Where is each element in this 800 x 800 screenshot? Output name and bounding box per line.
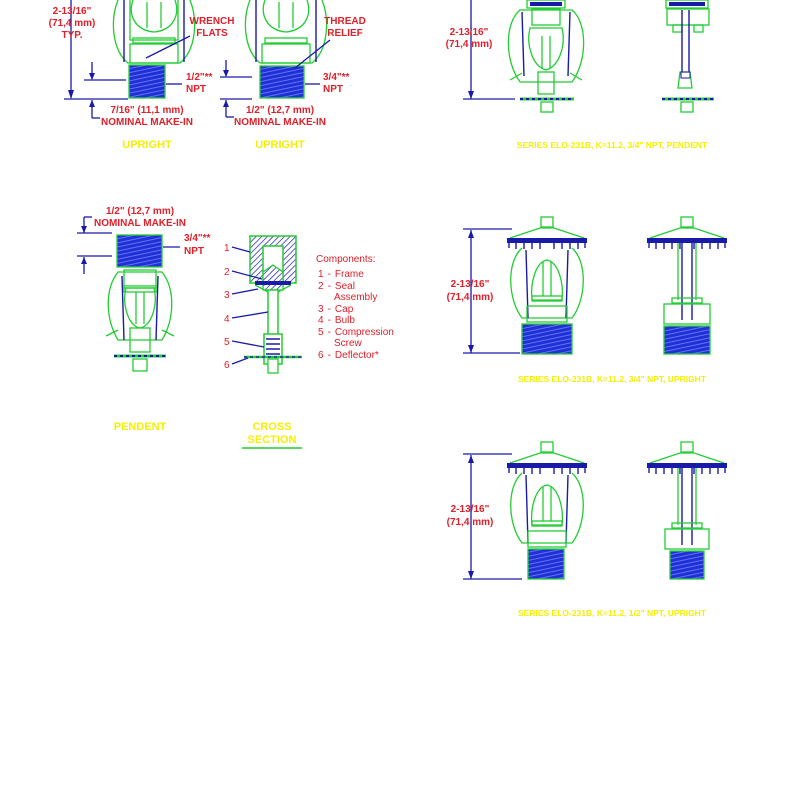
make-in-dimension: 1/2" (12,7 mm) NOMINAL MAKE-IN [77, 206, 186, 274]
svg-text:NPT: NPT [323, 84, 343, 95]
svg-text:NPT: NPT [184, 246, 204, 257]
upright-view-1: 2-13/16" (71,4 mm) TYP. WRENCH FLATS 1/2… [49, 0, 235, 151]
thread-relief-callout: THREAD RELIEF [294, 16, 366, 69]
svg-text:1/2" (12,7 mm): 1/2" (12,7 mm) [246, 105, 314, 116]
view-caption: UPRIGHT [122, 139, 172, 151]
sprinkler-front [507, 441, 587, 580]
elo-231b-upright-1-2-npt: 2-13/16" (71,4 mm) SERIES [447, 441, 727, 618]
svg-text:1-Frame: 1-Frame [318, 269, 364, 280]
svg-text:7/16" (11,1 mm): 7/16" (11,1 mm) [110, 105, 183, 116]
view-caption: SECTION [248, 434, 297, 446]
svg-text:2-13/16": 2-13/16" [450, 27, 489, 38]
thread-size-callout: 1/2"** NPT [166, 72, 213, 95]
svg-text:(71,4 mm): (71,4 mm) [446, 39, 493, 50]
thread-size-callout: 3/4"** NPT [305, 72, 350, 95]
model-caption: SERIES ELO-231B, K=11.2, 3/4" NPT, PENDE… [517, 140, 708, 150]
svg-text:NPT: NPT [186, 84, 206, 95]
svg-text:NOMINAL MAKE-IN: NOMINAL MAKE-IN [94, 218, 186, 229]
svg-text:3-Cap: 3-Cap [318, 304, 354, 315]
cross-section-view: 1 2 3 4 5 6 Components: 1-Frame 2-Seal A… [224, 235, 394, 449]
view-caption: CROSS [252, 421, 291, 433]
height-dimension: 2-13/16" (71,4 mm) [447, 453, 522, 580]
components-legend: Components: 1-Frame 2-Seal Assembly 3-Ca… [316, 254, 394, 361]
sprinkler-front [507, 0, 585, 113]
svg-text:NOMINAL MAKE-IN: NOMINAL MAKE-IN [234, 117, 326, 128]
dimension-label: 2-13/16" [53, 6, 92, 17]
cross-section-drawing [244, 235, 302, 374]
overall-height-dimension: 2-13/16" (71,4 mm) TYP. [49, 0, 128, 100]
svg-text:FLATS: FLATS [196, 28, 228, 39]
make-in-dimension: 1/2" (12,7 mm) NOMINAL MAKE-IN [220, 60, 326, 128]
model-caption: SERIES ELO-231B, K=11.2, 1/2" NPT, UPRIG… [518, 608, 707, 618]
svg-text:THREAD: THREAD [324, 16, 366, 27]
components-title: Components: [316, 254, 375, 265]
svg-text:(71,4 mm): (71,4 mm) [447, 517, 494, 528]
svg-text:2: 2 [224, 267, 230, 278]
svg-text:Screw: Screw [334, 338, 363, 349]
thread-size-callout: 3/4"** NPT [163, 233, 211, 257]
sprinkler-body [105, 269, 175, 372]
height-dimension: 2-13/16" (71,4 mm) [447, 228, 520, 354]
sprinkler-side [647, 441, 727, 580]
svg-text:1/2" (12,7 mm): 1/2" (12,7 mm) [106, 206, 174, 217]
svg-text:2-13/16": 2-13/16" [451, 279, 490, 290]
svg-text:3/4"**: 3/4"** [323, 72, 350, 83]
sprinkler-body [112, 0, 196, 99]
view-caption: PENDENT [114, 421, 167, 433]
svg-text:6-Deflector*: 6-Deflector* [318, 350, 379, 361]
callout-numbers: 1 2 3 4 5 6 [224, 243, 269, 371]
view-caption: UPRIGHT [255, 139, 305, 151]
svg-text:NOMINAL MAKE-IN: NOMINAL MAKE-IN [101, 117, 193, 128]
sprinkler-front [507, 216, 587, 355]
wrench-flats-callout: WRENCH FLATS [145, 16, 235, 59]
upright-view-2: THREAD RELIEF 3/4"** NPT 1/2" (12,7 mm) … [220, 0, 366, 151]
svg-text:RELIEF: RELIEF [327, 28, 363, 39]
svg-text:6: 6 [224, 360, 230, 371]
height-dimension: 2-13/16" (71,4 mm) [446, 0, 515, 100]
svg-text:(71,4 mm): (71,4 mm) [447, 292, 494, 303]
model-caption: SERIES ELO-231B, K=11.2, 3/4" NPT, UPRIG… [518, 374, 707, 384]
sprinkler-body [244, 0, 328, 99]
elo-231b-upright-3-4-npt: 2-13/16" (71,4 mm) SERIES [447, 216, 727, 384]
svg-text:1: 1 [224, 243, 230, 254]
sprinkler-side [662, 0, 714, 113]
svg-text:4-Bulb: 4-Bulb [318, 315, 355, 326]
dimension-label: (71,4 mm) [49, 18, 96, 29]
thread-section [116, 234, 163, 268]
svg-text:3/4"**: 3/4"** [184, 233, 211, 244]
elo-231b-pendent-3-4-npt: 2-13/16" (71,4 mm) [446, 0, 714, 150]
svg-text:1/2"**: 1/2"** [186, 72, 213, 83]
svg-text:WRENCH: WRENCH [190, 16, 235, 27]
svg-text:2-Seal: 2-Seal [318, 281, 355, 292]
dimension-label: TYP. [62, 30, 83, 41]
svg-text:5: 5 [224, 337, 230, 348]
svg-text:Assembly: Assembly [334, 292, 377, 303]
pendent-view: 1/2" (12,7 mm) NOMINAL MAKE-IN 3/4"** NP… [77, 206, 211, 433]
svg-text:2-13/16": 2-13/16" [451, 504, 490, 515]
svg-text:4: 4 [224, 314, 230, 325]
make-in-dimension: 7/16" (11,1 mm) NOMINAL MAKE-IN [84, 62, 193, 128]
svg-text:5-Compression: 5-Compression [318, 327, 394, 338]
sprinkler-side [647, 216, 727, 355]
svg-text:3: 3 [224, 290, 230, 301]
